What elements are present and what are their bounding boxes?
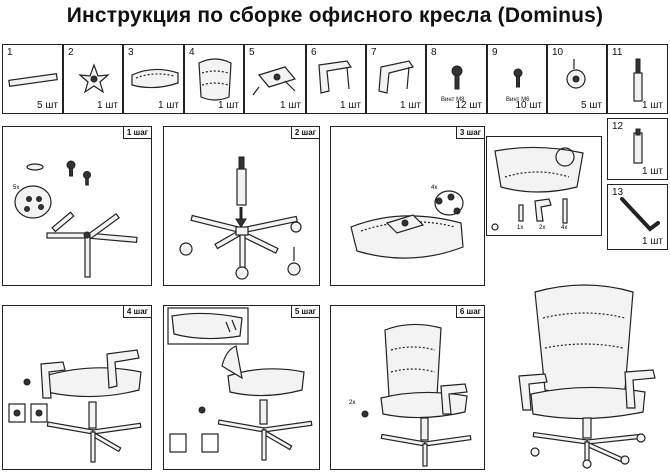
part-cell-7: 7 1 шт [366, 44, 426, 114]
assembled-chair-illustration [518, 284, 656, 469]
part-cell-3: 3 1 шт [123, 44, 184, 114]
step-4-label: 4 шаг [122, 306, 151, 318]
page-title: Инструкция по сборке офисного кресла (Do… [66, 4, 604, 27]
backrest-icon [198, 58, 232, 101]
bolt-m6-icon [513, 68, 523, 88]
part-cell-6: 6 1 шт [306, 44, 366, 114]
gas-lift-icon [633, 58, 643, 102]
step-5-illustration [167, 307, 313, 461]
part-cell-4: 4 1 шт [184, 44, 244, 114]
svg-text:1x: 1x [517, 225, 523, 231]
step-6-label: 6 шаг [455, 306, 484, 318]
armrest-bar-icon [8, 73, 58, 87]
part-cell-8: 8 Винт М8 12 шт [426, 44, 487, 114]
step-3-detail-panel: 1x 2x 4x [486, 136, 602, 236]
step-2-label: 2 шаг [290, 127, 319, 139]
step-5-panel: 5 шаг [163, 305, 320, 470]
part-cell-10: 10 5 шт [547, 44, 607, 114]
step-6-illustration: 2x [349, 323, 472, 467]
part-cell-12: 12 1 шт [607, 118, 668, 180]
part-cell-13: 13 1 шт [607, 184, 668, 250]
step-2-panel: 2 шаг [163, 126, 320, 286]
step-3-panel: 3 шаг 4x [330, 126, 485, 286]
step-2-illustration [179, 156, 302, 280]
part-cell-2: 2 1 шт [63, 44, 123, 114]
cylinder-cover-icon [633, 128, 643, 164]
part-cell-11: 11 1 шт [607, 44, 668, 114]
step-1-illustration: 5x [13, 160, 138, 278]
part-cell-9: 9 Винт М6 10 шт [487, 44, 547, 114]
step-4-panel: 4 шаг [2, 305, 152, 470]
hex-key-icon [620, 197, 660, 232]
part-cell-5: 5 1 шт [244, 44, 306, 114]
step-3-detail-illustration: 1x 2x 4x [491, 146, 584, 231]
svg-text:5x: 5x [13, 185, 19, 191]
svg-text:2x: 2x [539, 225, 545, 231]
step-3-illustration: 4x [350, 185, 464, 259]
base-star-icon [78, 63, 110, 94]
seat-cushion-icon [131, 68, 179, 89]
armrest-right-icon [378, 60, 414, 94]
step-3-label: 3 шаг [455, 127, 484, 139]
step-1-panel: 1 шаг 5x [2, 126, 152, 286]
step-5-label: 5 шаг [290, 306, 319, 318]
step-1-label: 1 шаг [122, 127, 151, 139]
part-cell-1: 1 5 шт [2, 44, 63, 114]
caster-icon [566, 59, 586, 89]
armrest-left-icon [318, 60, 353, 94]
mechanism-icon [252, 66, 297, 96]
step-6-panel: 6 шаг 2x [330, 305, 485, 470]
svg-text:4x: 4x [431, 185, 437, 191]
bolt-m8-icon [451, 65, 463, 90]
step-4-illustration [8, 349, 142, 463]
svg-text:2x: 2x [349, 400, 355, 406]
svg-text:4x: 4x [561, 225, 567, 231]
